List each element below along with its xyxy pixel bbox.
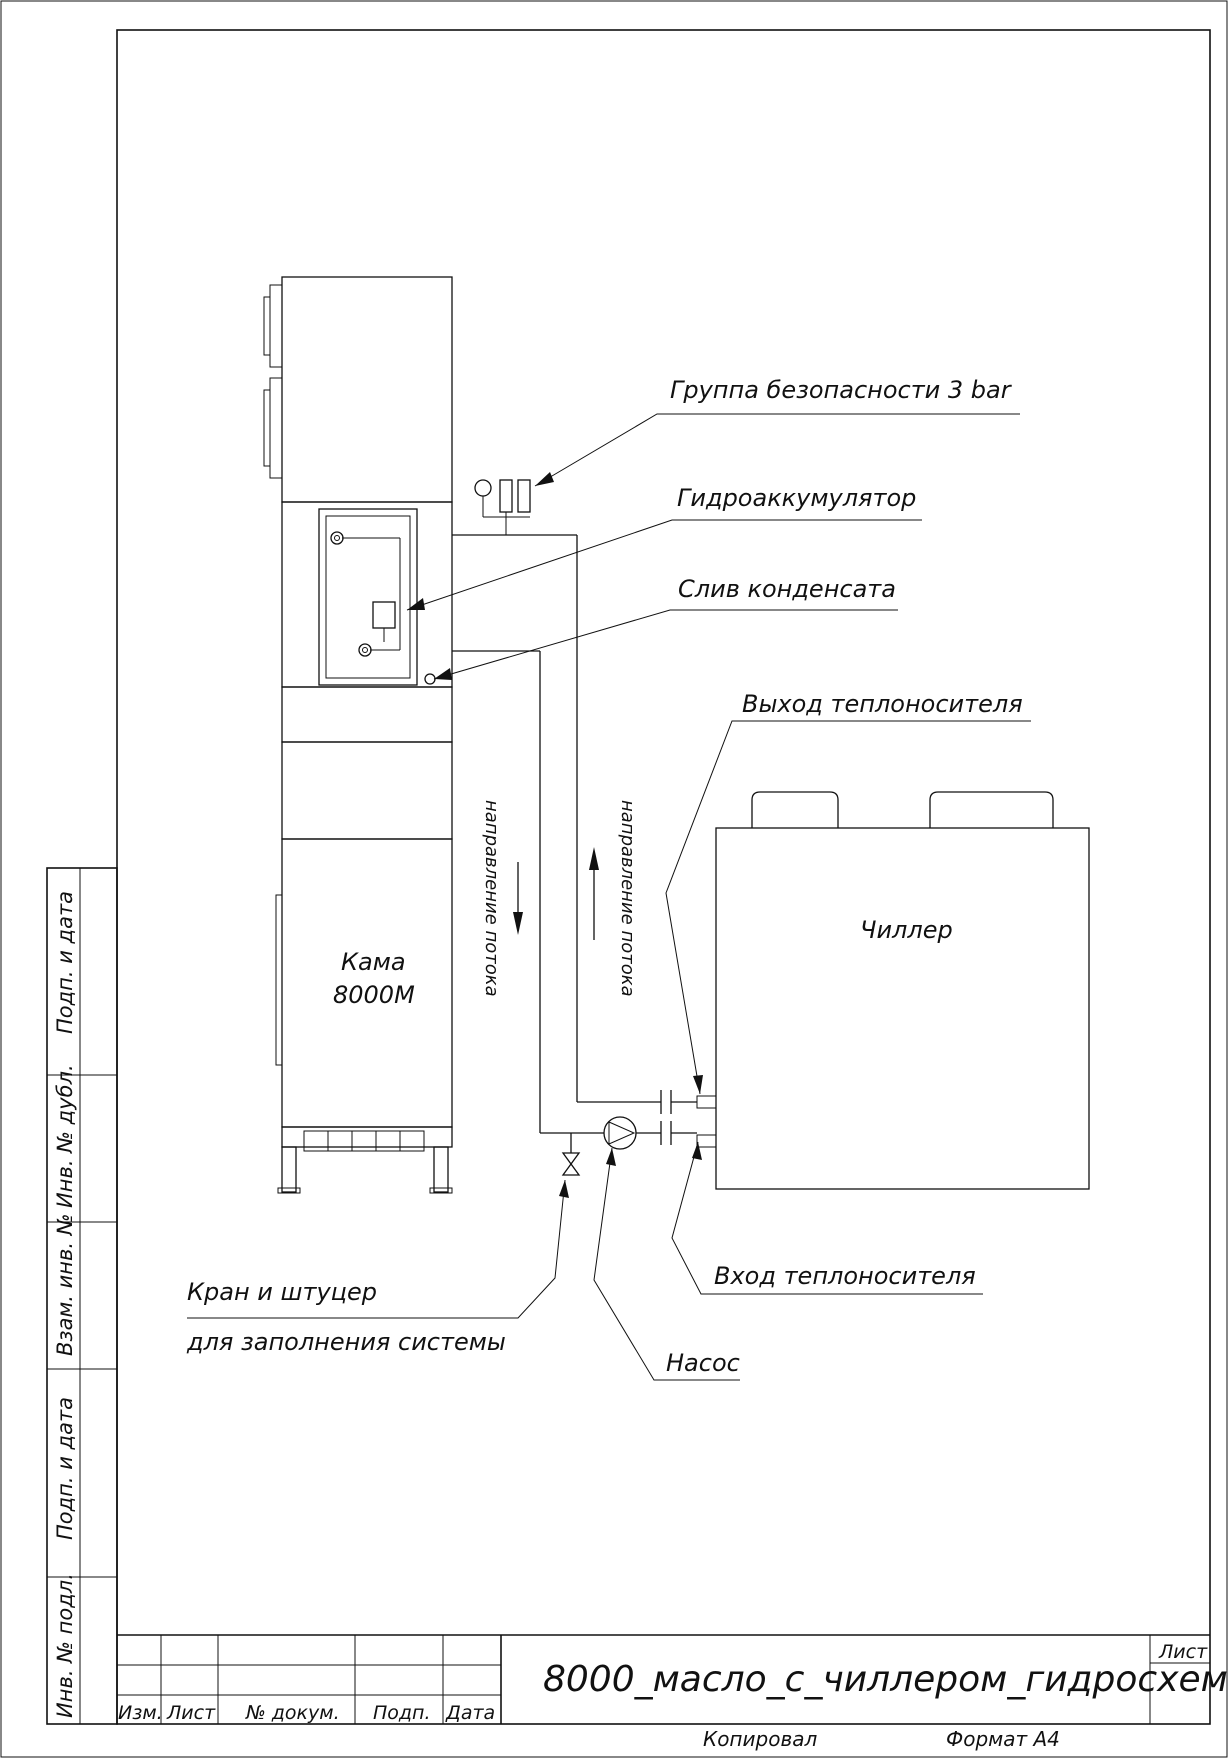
kama-unit: Кама 8000М <box>263 276 453 1194</box>
stamp-inv-dup: Инв. № дубл. <box>53 1064 77 1208</box>
stamp-sign-date-2: Подп. и дата <box>53 1397 77 1540</box>
stamp-sign-date-1: Подп. и дата <box>53 891 77 1034</box>
fill-valve-label-1: Кран и штуцер <box>187 1278 377 1306</box>
accumulator-label: Гидроаккумулятор <box>677 484 916 512</box>
coolant-in-label: Вход теплоносителя <box>714 1262 976 1290</box>
col-izm-label: Изм. <box>118 1702 163 1724</box>
format-label: Формат А4 <box>946 1727 1060 1751</box>
col-doc-label: № докум. <box>245 1702 340 1724</box>
pump-label: Насос <box>666 1349 740 1377</box>
safety-group-label: Группа безопасности 3 bar <box>670 376 1013 404</box>
flow-direction-label-down: направление потока <box>481 800 502 997</box>
safety-group <box>474 479 531 535</box>
coolant-out-label: Выход теплоносителя <box>742 690 1023 718</box>
unit-name-line2: 8000М <box>333 981 415 1009</box>
stamp-replace-inv: Взам. инв. № <box>53 1213 77 1356</box>
chiller: Чиллер <box>696 791 1090 1190</box>
unit-name-line1: Кама <box>341 948 406 976</box>
condensate-label: Слив конденсата <box>678 575 896 603</box>
leader-lines <box>187 413 1031 1381</box>
pump-symbol <box>603 1116 637 1150</box>
piping <box>452 534 697 1145</box>
chiller-label: Чиллер <box>860 916 953 944</box>
title-block: Изм. Лист № докум. Подп. Дата 8000_масло… <box>117 1634 1229 1751</box>
fill-valve-symbol <box>561 1133 581 1176</box>
side-stamp: Подп. и дата Инв. № дубл. Взам. инв. № П… <box>46 867 118 1725</box>
col-list-label: Лист <box>166 1702 216 1724</box>
callout-labels: Группа безопасности 3 bar Гидроаккумулят… <box>186 376 1023 1377</box>
col-sign-label: Подп. <box>373 1702 431 1724</box>
flow-direction-label-up: направление потока <box>617 800 638 997</box>
fill-valve-label-2: для заполнения системы <box>186 1328 506 1356</box>
copied-label: Копировал <box>703 1727 817 1751</box>
sheet-label: Лист <box>1158 1641 1208 1663</box>
stamp-inv-orig: Инв. № подл. <box>53 1573 77 1718</box>
col-date-label: Дата <box>445 1702 495 1724</box>
drawing-title: 8000_масло_с_чиллером_гидросхема <box>543 1659 1229 1700</box>
flow-arrows: направление потока направление потока <box>481 800 638 997</box>
